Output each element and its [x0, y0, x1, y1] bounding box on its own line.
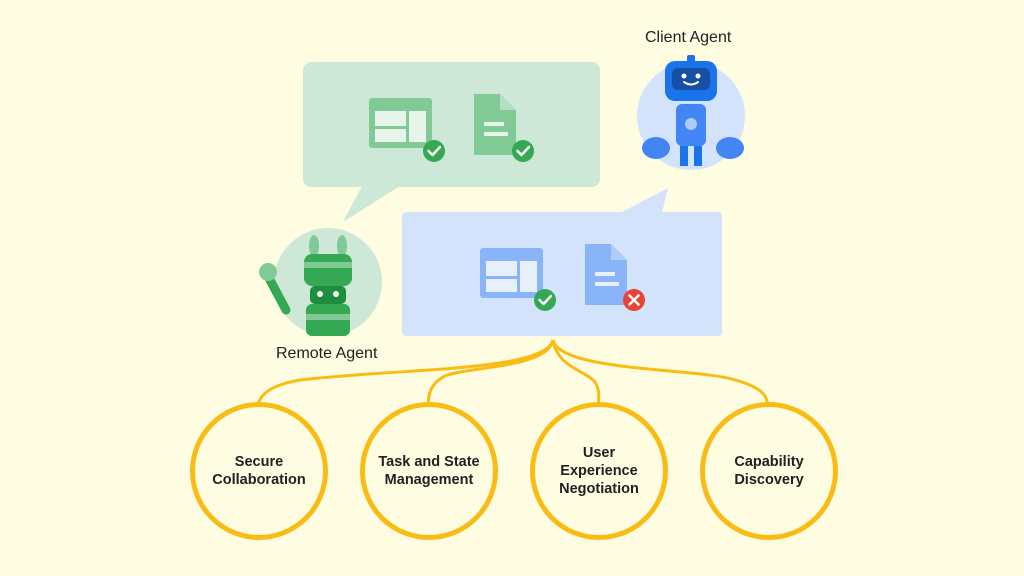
connector-task-state [426, 339, 555, 409]
client-agent-avatar [635, 55, 747, 172]
remote-speech-bubble [303, 62, 600, 222]
client-agent-label: Client Agent [645, 29, 732, 46]
client-speech-bubble [402, 188, 722, 336]
capability-label: Capability Discovery [734, 454, 804, 488]
layout-window-icon [480, 248, 543, 298]
capability-label: Task and State Management [378, 454, 480, 488]
capability-label: Secure Collaboration [212, 454, 306, 488]
document-icon [585, 244, 627, 305]
check-icon [534, 289, 556, 311]
capability-task-state-management: Task and State Management [360, 402, 498, 540]
check-icon [512, 140, 534, 162]
check-icon [423, 140, 445, 162]
connector-secure-collaboration [256, 339, 555, 409]
remote-agent-label: Remote Agent [276, 345, 378, 362]
capability-label: User Experience Negotiation [559, 445, 639, 497]
connector-capability-discovery [551, 339, 770, 409]
capability-discovery: Capability Discovery [700, 402, 838, 540]
capability-secure-collaboration: Secure Collaboration [190, 402, 328, 540]
remote-agent-avatar [259, 228, 382, 336]
connector-lines [256, 339, 770, 409]
capability-user-experience-negotiation: User Experience Negotiation [530, 402, 668, 540]
layout-window-icon [369, 98, 432, 148]
error-x-icon [623, 289, 645, 311]
document-icon [474, 94, 516, 155]
connector-user-experience [551, 339, 601, 409]
